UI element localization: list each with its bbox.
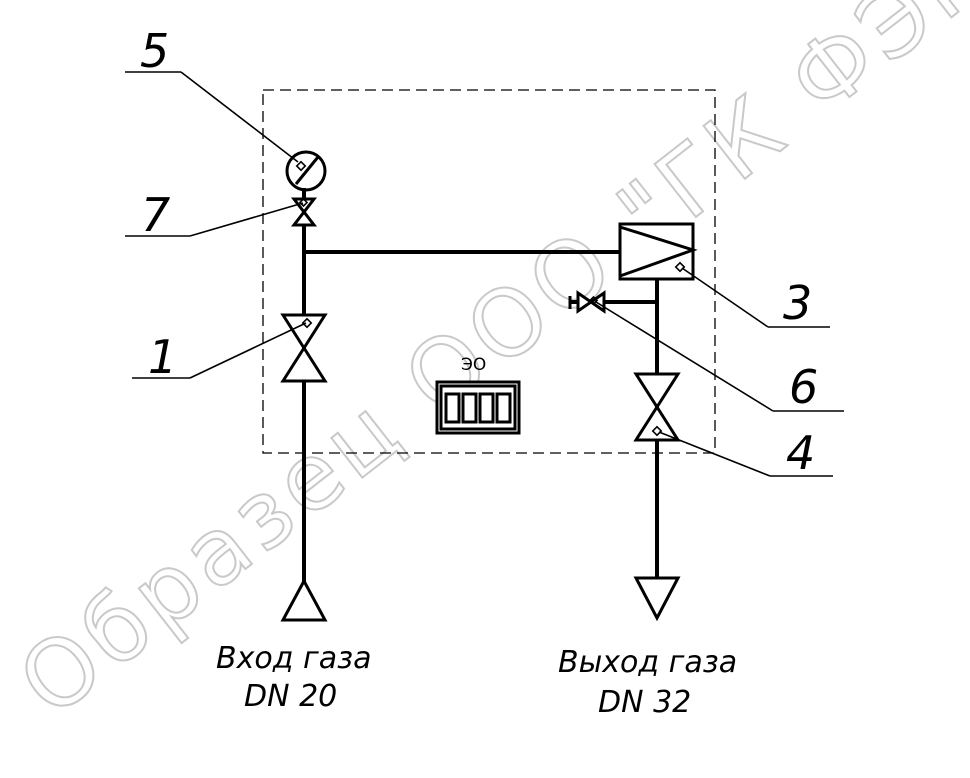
outlet-arrow-icon <box>633 576 681 622</box>
pressure-gauge-icon <box>285 150 327 202</box>
label-4: 4 <box>786 426 815 480</box>
gauge-valve-icon <box>290 197 318 227</box>
outlet-valve-icon <box>633 372 681 442</box>
outlet-caption: Выход газа <box>558 645 737 680</box>
label-3: 3 <box>783 276 812 330</box>
filter-icon <box>618 222 698 281</box>
label-5: 5 <box>140 24 169 78</box>
electronic-corrector-icon <box>435 380 521 435</box>
inlet-arrow-icon <box>280 577 328 622</box>
leader-lines <box>125 71 844 477</box>
label-6: 6 <box>789 360 818 414</box>
corrector-label: ЭО <box>461 355 486 375</box>
label-1: 1 <box>148 330 177 384</box>
inlet-caption: Вход газа <box>216 641 371 676</box>
inlet-size: DN 20 <box>244 679 337 714</box>
outlet-size: DN 32 <box>598 685 691 720</box>
label-7: 7 <box>141 188 170 242</box>
inlet-valve-icon <box>280 313 328 383</box>
cabinet-boundary <box>262 89 716 454</box>
